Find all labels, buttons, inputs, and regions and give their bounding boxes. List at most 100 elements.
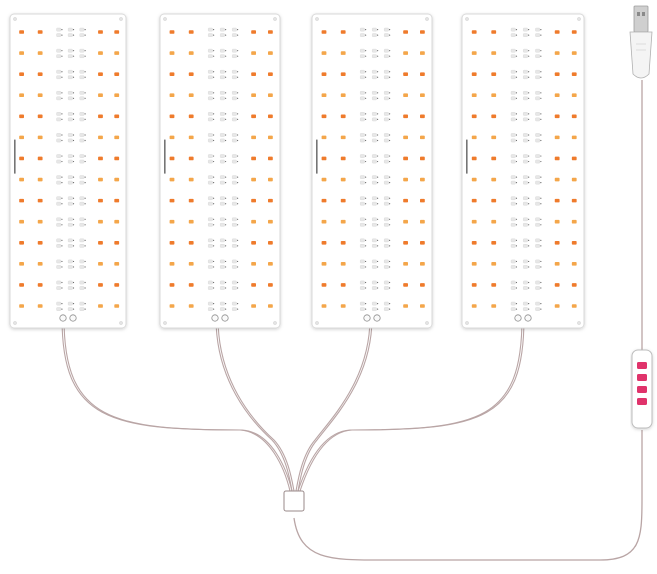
led-white [231, 286, 237, 290]
led-dot [389, 224, 391, 226]
led-warm [188, 283, 194, 287]
led-warm [19, 177, 24, 182]
led-white [56, 91, 62, 95]
led-dot [72, 197, 75, 199]
led-warm [491, 177, 497, 182]
led-white [231, 75, 237, 80]
led-white [384, 196, 389, 201]
led-warm [188, 198, 194, 203]
led-white [372, 217, 377, 222]
led-warm [420, 240, 425, 245]
led-dot [61, 50, 63, 52]
led-dot [72, 134, 75, 136]
board-print [316, 139, 318, 174]
led-dot [213, 239, 215, 241]
led-dot [72, 266, 75, 268]
led-warm [169, 198, 175, 203]
led-dot [213, 155, 215, 157]
led-white [79, 259, 85, 264]
led-warm [571, 30, 577, 34]
led-white [510, 154, 516, 158]
led-white [510, 180, 516, 185]
led-white [56, 196, 62, 201]
led-dot [213, 245, 215, 247]
led-warm [169, 51, 175, 55]
led-white [56, 159, 62, 164]
led-dot [84, 160, 86, 163]
led-dot [365, 308, 367, 310]
led-dot [540, 50, 542, 52]
led-white [79, 244, 85, 248]
led-white [372, 69, 377, 74]
led-warm [268, 262, 273, 266]
mounting-hole [315, 17, 319, 21]
led-dot [540, 71, 542, 73]
led-dot [389, 71, 391, 73]
led-dot [377, 197, 379, 199]
led-white [231, 159, 237, 164]
led-dot [377, 160, 379, 163]
led-dot [61, 118, 63, 121]
led-white [510, 222, 516, 227]
led-white [372, 133, 377, 137]
led-warm [571, 135, 577, 140]
led-white [56, 54, 62, 58]
led-dot [84, 118, 86, 121]
led-warm [471, 156, 477, 161]
led-dot [72, 139, 75, 142]
led-dot [72, 260, 75, 263]
led-white [384, 138, 389, 143]
led-white [79, 75, 85, 80]
led-dot [237, 260, 239, 263]
led-warm [321, 51, 327, 55]
led-dot [61, 29, 63, 31]
led-white [231, 244, 237, 248]
led-white [535, 112, 541, 116]
led-white [360, 196, 365, 201]
led-warm [268, 156, 273, 161]
led-panel-2 [159, 13, 281, 329]
led-warm [571, 177, 577, 182]
led-warm [19, 93, 24, 98]
led-warm [403, 198, 408, 203]
led-white [523, 259, 528, 264]
led-white [56, 117, 62, 122]
led-white [384, 27, 389, 32]
led-white [372, 33, 377, 37]
led-white [67, 27, 73, 32]
led-warm [268, 135, 273, 140]
led-white [384, 69, 389, 74]
led-warm [491, 93, 497, 98]
led-dot [389, 134, 391, 136]
led-white [219, 259, 225, 264]
led-white [510, 238, 516, 243]
led-white [384, 117, 389, 122]
led-white [510, 265, 516, 269]
led-dot [237, 55, 239, 57]
led-white [384, 54, 389, 58]
led-warm [188, 262, 194, 266]
led-white [535, 180, 541, 185]
led-white [535, 138, 541, 143]
led-dot [528, 55, 530, 57]
led-white [67, 217, 73, 222]
led-dot [225, 76, 227, 78]
led-dot [389, 239, 391, 241]
led-white [219, 33, 225, 37]
led-white [231, 112, 237, 116]
led-white [372, 138, 377, 143]
led-white [207, 91, 213, 95]
led-white [523, 69, 528, 74]
led-white [219, 48, 225, 53]
led-dot [528, 203, 530, 205]
led-dot [528, 29, 530, 31]
led-warm [340, 72, 346, 76]
led-white [67, 222, 73, 227]
led-white [231, 154, 237, 158]
led-dot [61, 34, 63, 36]
led-white [523, 244, 528, 248]
led-white [79, 301, 85, 306]
led-dot [515, 239, 518, 241]
led-panel-4 [461, 13, 585, 329]
led-dot [213, 34, 215, 36]
